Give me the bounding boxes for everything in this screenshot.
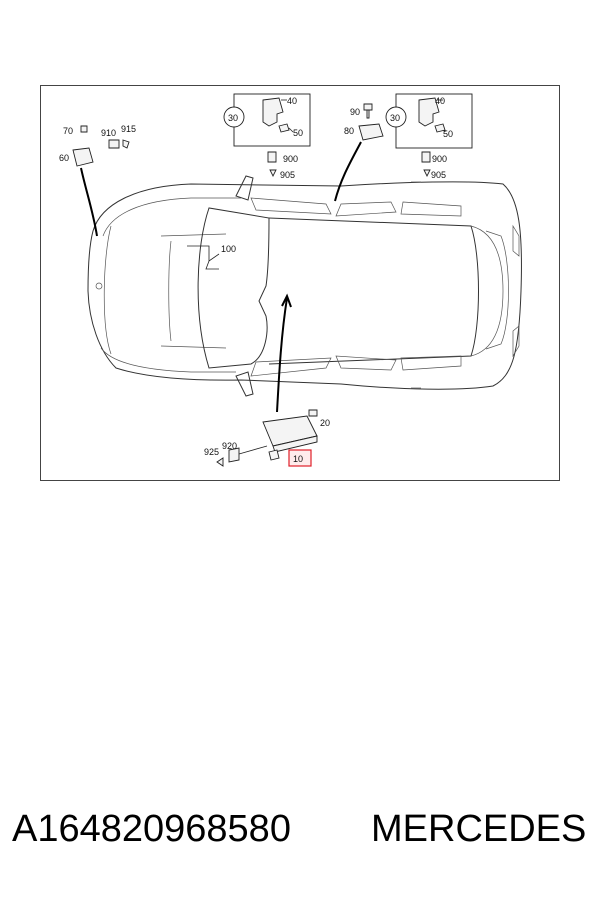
label-30-b: 30 <box>390 113 400 123</box>
label-900-b: 900 <box>432 154 447 164</box>
ref-circle-a <box>223 106 245 128</box>
label-40-b: 40 <box>435 96 445 106</box>
screw-50-a <box>278 123 290 133</box>
clip-905-b <box>423 169 431 178</box>
label-915: 915 <box>121 124 136 134</box>
control-unit-group: 20 920 925 10 <box>204 293 330 467</box>
clip-905-a <box>269 169 277 178</box>
label-80: 80 <box>344 126 354 136</box>
connector-910 <box>108 139 120 149</box>
arrow-60 <box>80 167 98 237</box>
bolt-90 <box>363 103 373 119</box>
label-90: 90 <box>350 107 360 117</box>
label-925: 925 <box>204 447 219 457</box>
brand-name: MERCEDES <box>371 808 587 850</box>
mount-tab <box>268 449 280 461</box>
label-70: 70 <box>63 126 73 136</box>
side-sensor-80 <box>358 123 384 141</box>
bolt-70 <box>80 125 88 133</box>
label-905-a: 905 <box>280 170 295 180</box>
clip-915 <box>122 139 130 149</box>
side-sensor-group: 90 80 <box>334 103 384 202</box>
label-10: 10 <box>293 454 303 464</box>
front-sensor-60 <box>72 147 94 167</box>
connector-900-b <box>421 151 431 163</box>
label-920: 920 <box>222 441 237 451</box>
label-100: 100 <box>221 244 236 254</box>
sensor-group-a: 30 40 50 900 905 <box>223 93 311 180</box>
label-900-a: 900 <box>283 154 298 164</box>
label-905-b: 905 <box>431 170 446 180</box>
label-40-a: 40 <box>287 96 297 106</box>
footer: A164820968580 MERCEDES <box>0 808 600 858</box>
label-910: 910 <box>101 128 116 138</box>
diagram-canvas: 30 40 50 900 905 30 40 50 900 <box>59 93 522 467</box>
label-30-a: 30 <box>228 113 238 123</box>
part-100-group: 100 <box>187 244 236 270</box>
label-20: 20 <box>320 418 330 428</box>
crash-sensor-a <box>262 97 284 127</box>
arrow-80 <box>334 141 362 202</box>
nut-20 <box>308 409 318 417</box>
label-60: 60 <box>59 153 69 163</box>
car-body <box>87 175 522 397</box>
label-50-b: 50 <box>443 129 453 139</box>
parts-diagram: 30 40 50 900 905 30 40 50 900 <box>40 85 560 481</box>
ref-circle-b <box>385 106 407 128</box>
clip-925 <box>216 457 224 467</box>
crash-sensor-b <box>418 97 440 127</box>
highlight-box-10 <box>288 449 312 467</box>
connector-920 <box>228 447 240 463</box>
part-number: A164820968580 <box>12 808 291 850</box>
arrow-control-unit <box>276 297 288 413</box>
sensor-group-b: 30 40 50 900 905 <box>385 93 473 180</box>
label-50-a: 50 <box>293 128 303 138</box>
front-sensor-group: 70 910 915 60 <box>59 124 136 237</box>
connector-900-a <box>267 151 277 163</box>
control-unit-side <box>272 435 318 453</box>
